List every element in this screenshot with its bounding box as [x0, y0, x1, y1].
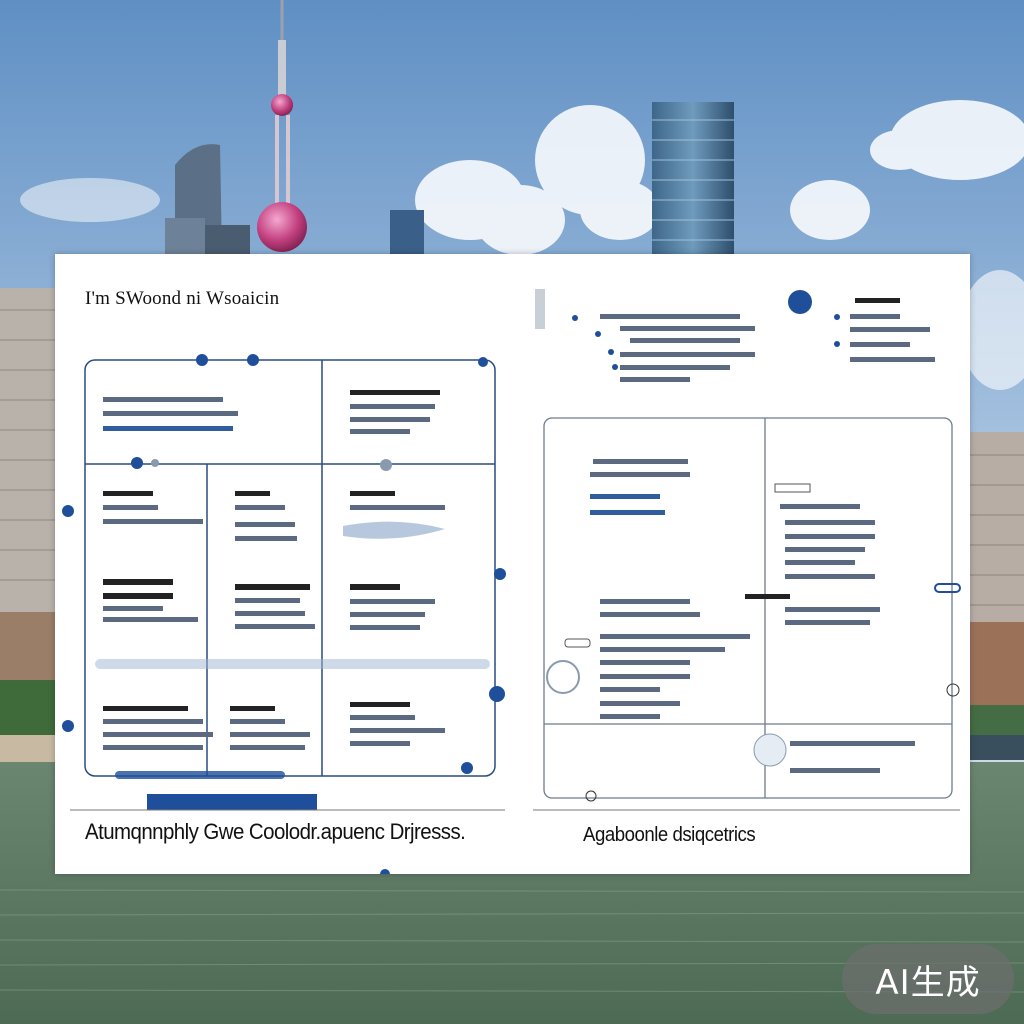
caption-right: Agaboonle dsiqcetrics	[583, 824, 756, 846]
skyscraper-left	[165, 144, 250, 255]
sheet-title: I'm SWoond ni Wsoaicin	[85, 288, 280, 309]
left-panel-frame	[84, 359, 496, 777]
building-small	[390, 210, 424, 255]
clouds	[20, 100, 1024, 390]
left-panel-streaks	[95, 521, 490, 669]
skyscraper-glass	[652, 102, 734, 255]
caption-left: Atumqnnphly Gwe Coolodr.apuenc Drjresss.	[85, 819, 466, 844]
ai-generated-badge: AI生成	[842, 944, 1014, 1014]
buildings-right-edge	[970, 432, 1024, 760]
label-bar-shadow	[115, 771, 285, 779]
printed-sheet: I'm SWoond ni Wsoaicin Atumqnnphly Gwe C…	[55, 254, 970, 874]
left-panel-nodes	[62, 354, 506, 874]
sheet-diagram-artwork	[62, 289, 961, 874]
right-panel-shapes	[546, 583, 961, 802]
tv-tower	[257, 0, 307, 252]
right-panel-text-lines	[590, 459, 915, 773]
right-top-list	[535, 289, 935, 382]
left-panel-text-lines	[103, 390, 445, 750]
label-bar	[147, 794, 317, 810]
buildings-left-edge	[0, 288, 55, 765]
